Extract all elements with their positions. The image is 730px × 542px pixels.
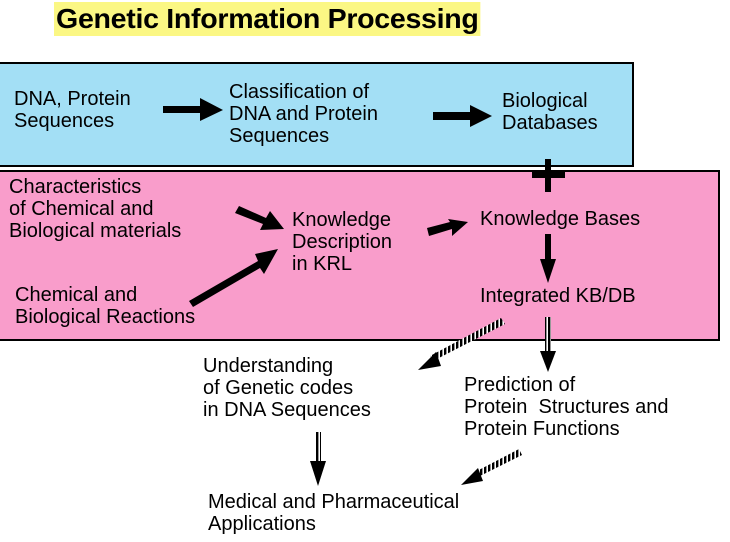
plus-icon xyxy=(532,159,565,192)
arrow-dna-to-classification xyxy=(163,98,223,121)
node-prediction: Prediction of Protein Structures and Pro… xyxy=(464,374,669,440)
node-dna-protein-sequences: DNA, Protein Sequences xyxy=(14,88,131,132)
node-integrated-kb-db: Integrated KB/DB xyxy=(480,285,636,307)
node-applications: Medical and Pharmaceutical Applications xyxy=(208,491,460,535)
arrow-reactions-to-description xyxy=(189,249,278,307)
arrow-description-to-knowledge-bases xyxy=(427,219,468,236)
hatched-arrow-understanding-to-applications xyxy=(310,432,326,486)
node-characteristics: Characteristics of Chemical and Biologic… xyxy=(9,176,182,242)
node-understanding: Understanding of Genetic codes in DNA Se… xyxy=(203,355,371,421)
node-knowledge-description: Knowledge Description in KRL xyxy=(292,209,393,275)
arrow-knowledge-bases-to-integrated xyxy=(540,234,556,283)
diagram-title: Genetic Information Processing xyxy=(54,2,481,36)
arrow-characteristics-to-description xyxy=(235,206,284,230)
arrow-classification-to-databases xyxy=(433,105,492,127)
hatched-arrow-integrated-to-understanding xyxy=(418,318,505,370)
hatched-arrow-prediction-to-applications xyxy=(461,449,522,485)
node-classification: Classification of DNA and Protein Sequen… xyxy=(229,81,378,147)
sequence-panel xyxy=(0,62,634,167)
knowledge-panel xyxy=(0,170,720,341)
hatched-arrow-integrated-to-prediction xyxy=(540,317,556,372)
node-reactions: Chemical and Biological Reactions xyxy=(15,284,196,328)
node-biological-databases: Biological Databases xyxy=(502,90,598,134)
node-knowledge-bases: Knowledge Bases xyxy=(480,208,641,230)
